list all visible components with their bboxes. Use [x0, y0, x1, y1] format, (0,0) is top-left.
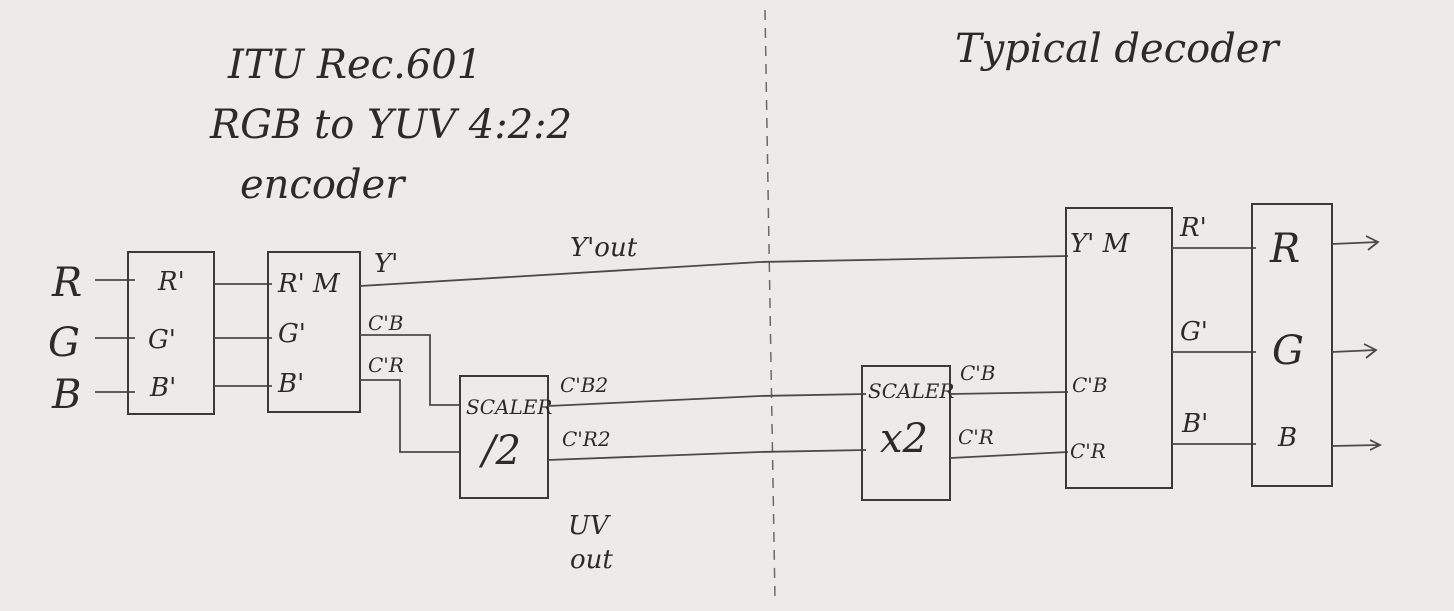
- matrix-b-label: B': [277, 369, 304, 399]
- decoder-b-out-label: B': [1181, 409, 1208, 439]
- output-g-label: G: [1272, 328, 1304, 374]
- input-r-label: R: [51, 260, 82, 306]
- output-b-label: B: [1277, 423, 1297, 453]
- decoder-scaler-factor: x2: [880, 416, 928, 462]
- encoder-title-line2: RGB to YUV 4:2:2: [209, 102, 572, 148]
- matrix-r-label: R' M: [277, 269, 341, 299]
- y-out-label: Y'out: [570, 233, 638, 263]
- wire-y-out: [359, 255, 1069, 287]
- arrowhead-output-r: [1365, 235, 1380, 251]
- uv-out-label-line1: UV: [568, 511, 611, 541]
- wire-decoder-cr: [949, 451, 1069, 459]
- matrix-cr-out-label: C'R: [368, 353, 404, 377]
- encoder-scaler-name: SCALER: [466, 395, 552, 419]
- decoder-matrix-y-label: Y' M: [1070, 229, 1131, 259]
- scaler-cr2-label: C'R2: [562, 427, 611, 451]
- decoder-scaler-cr-label: C'R: [958, 425, 994, 449]
- arrow-output-g: [1331, 349, 1377, 353]
- arrowhead-output-g: [1363, 343, 1378, 359]
- uv-out-label-line2: out: [570, 545, 613, 575]
- decoder-matrix-block: [1065, 207, 1173, 489]
- wire-cr2-across: [547, 449, 867, 461]
- decoder-g-out-label: G': [1180, 317, 1208, 347]
- output-rgb-block: [1251, 203, 1333, 487]
- wire-cb2-across: [547, 393, 867, 407]
- encoder-title-line1: ITU Rec.601: [227, 42, 482, 88]
- decoder-matrix-cr-label: C'R: [1070, 439, 1106, 463]
- decoder-scaler-cb-label: C'B: [960, 361, 996, 385]
- wire-decoder-cb: [949, 391, 1069, 395]
- output-r-label: R: [1269, 226, 1300, 272]
- encoder-scaler-factor: /2: [478, 428, 521, 474]
- matrix-y-out-label: Y': [374, 249, 398, 279]
- input-b-label: B: [51, 372, 81, 418]
- decoder-scaler-block: [861, 365, 951, 501]
- decoder-r-out-label: R': [1179, 213, 1207, 243]
- arrowhead-output-b: [1369, 439, 1383, 451]
- gamma-b-label: B': [149, 373, 176, 403]
- matrix-cb-out-label: C'B: [368, 311, 404, 335]
- decoder-matrix-cb-label: C'B: [1072, 373, 1108, 397]
- arrow-output-b: [1331, 444, 1381, 447]
- arrow-output-r: [1331, 241, 1379, 245]
- gamma-r-label: R': [157, 267, 185, 297]
- scaler-cb2-label: C'B2: [560, 373, 608, 397]
- wire-cb-to-scaler: [360, 334, 460, 406]
- wire-cr-to-scaler: [360, 379, 460, 453]
- encoder-scaler-block: [459, 375, 549, 499]
- matrix-g-label: G': [278, 319, 306, 349]
- gamma-g-label: G': [148, 325, 176, 355]
- section-divider: [764, 9, 776, 601]
- input-g-label: G: [48, 320, 80, 366]
- encoder-matrix-block: [267, 251, 361, 413]
- gamma-block: [127, 251, 215, 415]
- decoder-title: Typical decoder: [955, 26, 1281, 72]
- encoder-title-line3: encoder: [240, 162, 407, 208]
- decoder-scaler-name: SCALER: [868, 379, 954, 403]
